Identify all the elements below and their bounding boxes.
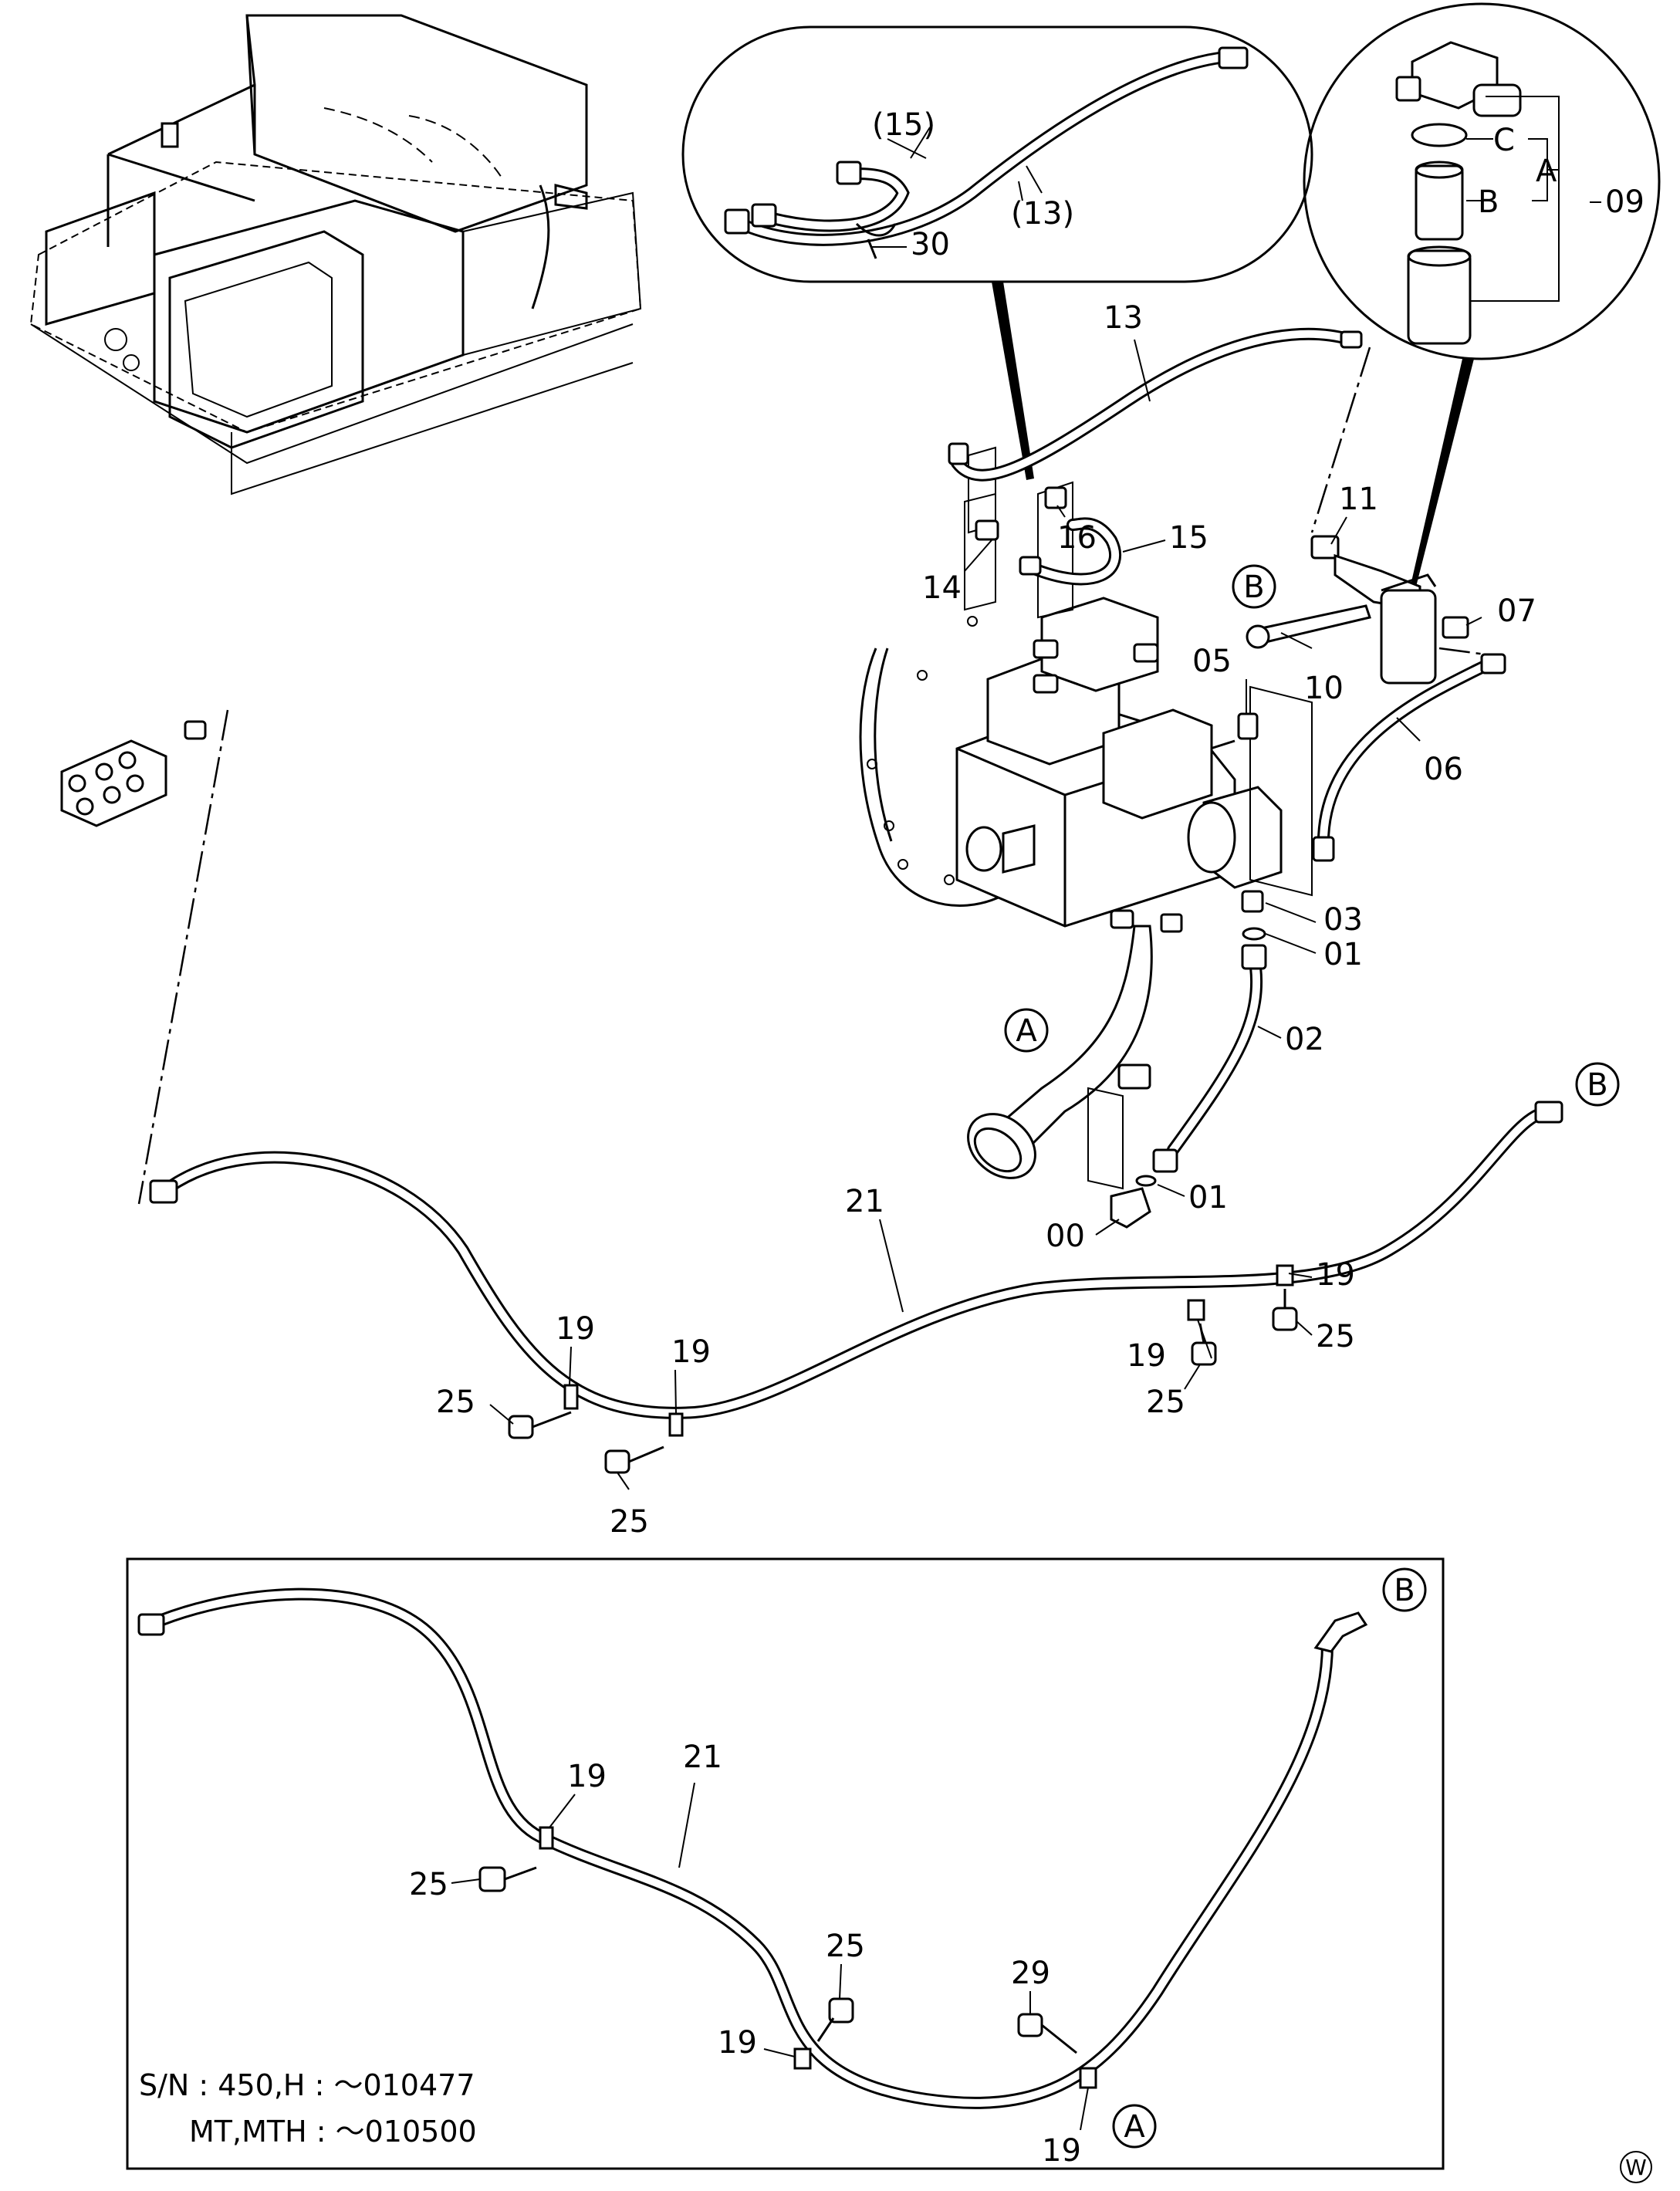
label-19-b: 19: [671, 1334, 711, 1370]
label-25-e: 25: [409, 1867, 448, 1902]
leader-wedge-circle: [1411, 359, 1474, 587]
leader-lines: [451, 127, 1482, 2131]
label-25-f: 25: [826, 1929, 865, 1964]
label-01-lower: 01: [1188, 1180, 1228, 1216]
fitting-07: [1442, 616, 1469, 639]
label-13-ref: (13): [1011, 196, 1074, 232]
bolt-10: [1256, 604, 1371, 644]
guide-line-valve: [137, 709, 229, 1205]
serial-note-line2: MT,MTH : ～010500: [189, 2115, 477, 2149]
fitting-11: [1310, 535, 1340, 560]
label-19-d: 19: [1316, 1257, 1355, 1293]
reference-circles: A B B B A W: [1004, 564, 1652, 2183]
hose-06: [1317, 658, 1496, 855]
detail-circle-filter: [1303, 2, 1661, 360]
label-21-variant: 21: [683, 1740, 722, 1775]
serial-number-note: S/N : 450,H : ～010477 MT,MTH : ～010500: [139, 2068, 477, 2149]
detail-oval-hose-routing: [681, 25, 1313, 283]
hose-02: [1167, 951, 1263, 1156]
label-A: A: [1536, 154, 1557, 189]
variant-detail-box: [126, 1557, 1445, 2170]
label-11: 11: [1339, 482, 1378, 517]
label-19-f: 19: [718, 2025, 757, 2061]
guide-line-13-11: [1310, 347, 1371, 533]
label-07: 07: [1497, 593, 1536, 629]
o-ring-01-upper: [1242, 927, 1266, 941]
fitting-03: [1241, 890, 1264, 913]
guide-box-00: [1087, 1087, 1124, 1190]
label-B: B: [1478, 184, 1499, 220]
label-30: 30: [911, 227, 950, 262]
label-09: 09: [1605, 184, 1645, 220]
label-14: 14: [922, 570, 962, 606]
label-19-e: 19: [567, 1759, 607, 1794]
label-19-a: 19: [556, 1311, 595, 1347]
label-02: 02: [1285, 1022, 1324, 1057]
leader-wedge-oval: [992, 282, 1034, 480]
label-21-main: 21: [845, 1184, 884, 1219]
label-15-ref: (15): [872, 107, 935, 143]
ref-circle-A-variant: A: [1124, 2109, 1145, 2145]
label-C: C: [1493, 123, 1515, 158]
ref-circle-B-filter: B: [1243, 570, 1264, 605]
guide-box-05: [1249, 685, 1313, 897]
filter-09: [1380, 589, 1437, 685]
serial-note-line1: S/N : 450,H : ～010477: [139, 2068, 475, 2102]
ref-circle-A-pump: A: [1016, 1013, 1037, 1049]
hydraulic-pump-assembly: [859, 597, 1283, 1179]
label-25-c: 25: [1146, 1385, 1185, 1420]
label-25-d: 25: [1316, 1319, 1355, 1354]
label-29: 29: [1011, 1956, 1050, 1991]
fitting-05: [1237, 712, 1259, 740]
elbow-00: [1110, 1187, 1151, 1229]
callout-labels: (15) (13) 30 13 16 15 14 11 07 05 10 06 …: [409, 107, 1645, 2169]
ref-circle-B-variant: B: [1394, 1573, 1415, 1608]
label-16: 16: [1057, 520, 1097, 556]
label-13: 13: [1104, 300, 1143, 336]
label-10: 10: [1304, 671, 1344, 706]
label-03: 03: [1323, 902, 1363, 938]
ref-circle-W: W: [1625, 2155, 1647, 2180]
control-valve-block: [60, 720, 207, 827]
excavator-overview-illustration: [29, 14, 642, 495]
label-25-b: 25: [610, 1504, 649, 1540]
label-05: 05: [1192, 644, 1232, 679]
label-19-c: 19: [1127, 1338, 1166, 1374]
label-06: 06: [1424, 752, 1463, 787]
label-19-g: 19: [1042, 2133, 1081, 2169]
label-00: 00: [1046, 1219, 1085, 1254]
ref-circle-B-main: B: [1587, 1067, 1607, 1103]
label-01-upper: 01: [1323, 937, 1363, 972]
o-ring-01-lower: [1135, 1175, 1157, 1187]
label-15: 15: [1169, 520, 1208, 556]
label-25-a: 25: [436, 1385, 475, 1420]
